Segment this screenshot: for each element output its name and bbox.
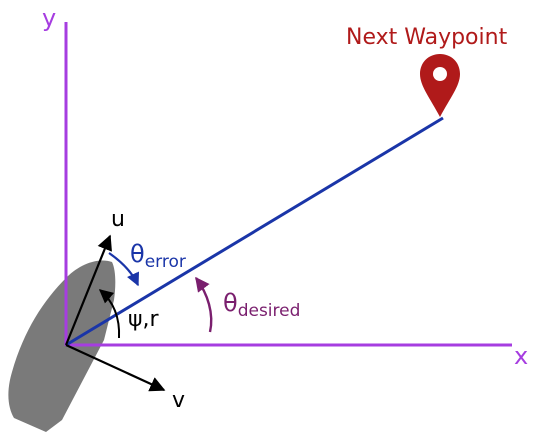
y-axis-label: y	[42, 4, 56, 32]
u-label: u	[111, 207, 125, 232]
theta-desired-label: θdesired	[223, 289, 300, 321]
map-pin-icon	[420, 54, 460, 117]
v-vector	[65, 344, 166, 392]
boat-hull	[8, 260, 116, 432]
theta-error-arc	[108, 252, 140, 287]
theta-desired-subscript: desired	[238, 301, 301, 321]
waypoint-label: Next Waypoint	[346, 25, 508, 50]
x-axis-label: x	[514, 342, 528, 370]
theta-error-subscript: error	[145, 252, 186, 272]
line-to-waypoint	[65, 116, 444, 347]
theta-desired-arc	[195, 276, 213, 333]
psi-arc	[98, 289, 121, 339]
u-vector	[64, 234, 112, 346]
theta-error-label: θerror	[130, 240, 186, 272]
theta-error-symbol: θ	[130, 240, 145, 268]
theta-desired-symbol: θ	[223, 289, 238, 317]
psi-r-label: ψ,r	[128, 307, 160, 332]
v-label: v	[172, 388, 185, 413]
